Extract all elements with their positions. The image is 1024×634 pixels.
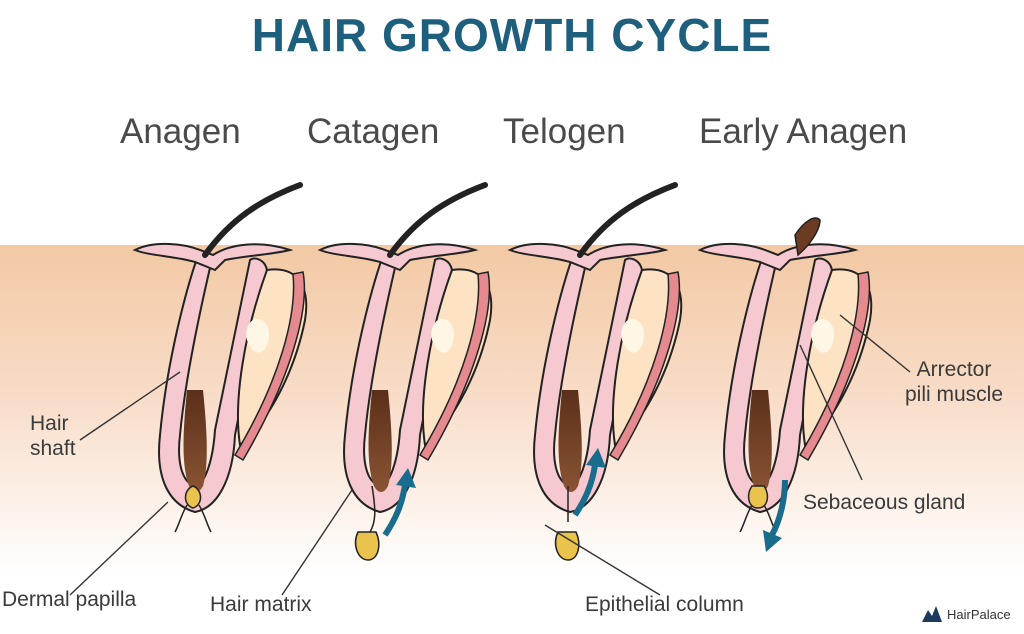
brand-name: HairPalace [947, 606, 1011, 622]
arrow-up-telogen [572, 448, 606, 517]
label-sebaceous-gland: Sebaceous gland [803, 491, 966, 514]
phase-label-early-anagen: Early Anagen [699, 112, 908, 151]
phase-label-anagen: Anagen [120, 112, 241, 151]
label-hair-matrix: Hair matrix [210, 593, 312, 616]
hairpalace-logo-icon [922, 606, 942, 622]
label-epithelial-column: Epithelial column [585, 593, 744, 616]
phase-label-catagen: Catagen [307, 112, 440, 151]
label-arrector-pili-muscle: Arrector pili muscle [905, 358, 1004, 406]
label-dermal-papilla: Dermal papilla [2, 588, 137, 611]
arrow-down-early-anagen [763, 479, 788, 552]
phase-label-telogen: Telogen [503, 112, 626, 151]
diagram-title: HAIR GROWTH CYCLE [251, 9, 773, 61]
label-hair-shaft: Hair shaft [30, 412, 76, 460]
brand-watermark: HairPalace [922, 606, 1011, 622]
arrow-up-catagen [382, 468, 416, 537]
